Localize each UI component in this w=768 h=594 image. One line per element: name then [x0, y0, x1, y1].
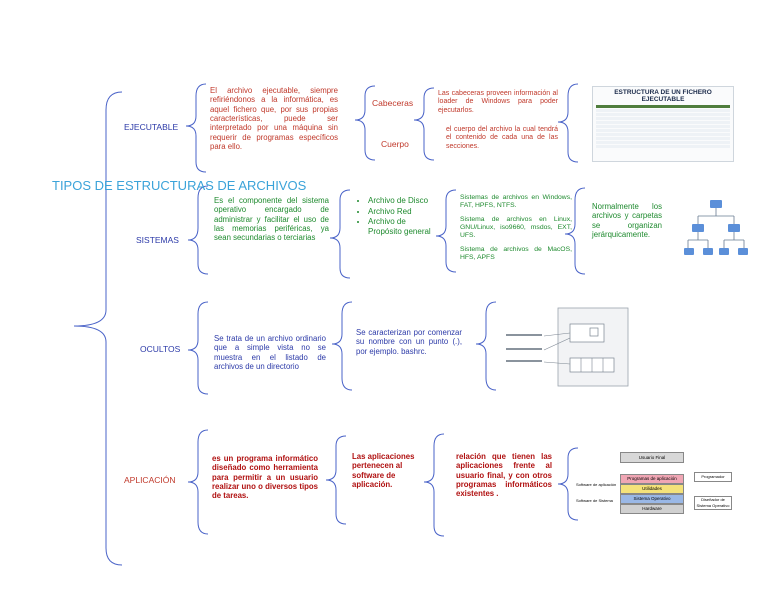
list-item: Archivo de Disco: [368, 196, 438, 206]
ocultos-brace-3: [475, 301, 497, 391]
software-layers-diagram: Usuario Final Programas de aplicación Ut…: [576, 450, 732, 522]
cuerpo-description: el cuerpo del archivo la cual tendrá el …: [446, 126, 558, 150]
role-os-designer: Diseñador de Sistema Operativo: [694, 496, 732, 510]
windows-filesystems: Sistemas de archivos en Windows, FAT, HP…: [460, 194, 572, 210]
executable-structure-title: ESTRUCTURA DE UN FICHERO EJECUTABLE: [614, 89, 712, 103]
aplicacion-brace-3: [423, 433, 445, 537]
ocultos-definition: Se trata de un archivo ordinario que a s…: [214, 334, 326, 372]
category-ocultos: OCULTOS: [140, 344, 181, 354]
ejecutable-brace-2: [354, 85, 376, 161]
ejecutable-definition: El archivo ejecutable, siempre refiriénd…: [210, 86, 338, 152]
macos-filesystems: Sistema de archivos de MacOS, HFS, APFS: [460, 246, 572, 262]
category-sistemas: SISTEMAS: [136, 235, 179, 245]
ocultos-description: Se caracterizan por comenzar su nombre c…: [356, 328, 462, 356]
aplicacion-brace-4: [557, 447, 579, 521]
aplicacion-relacion: relación que tienen las aplicaciones fre…: [456, 452, 552, 499]
ocultos-brace-2: [331, 301, 353, 391]
list-item: Archivo Red: [368, 207, 438, 217]
ejecutable-brace-1: [185, 83, 207, 173]
ocultos-brace-1: [187, 301, 209, 395]
layer-utilities: Utilidades: [620, 484, 684, 494]
list-item: Archivo de Propósito general: [368, 217, 438, 236]
aplicacion-definition: es un programa informático diseñado como…: [212, 454, 318, 501]
sistemas-definition: Es el componente del sistema operativo e…: [214, 196, 329, 243]
ejecutable-brace-4: [557, 83, 579, 163]
sistemas-types-list: Archivo de Disco Archivo Red Archivo de …: [356, 196, 438, 237]
hidden-files-diagram: [506, 307, 629, 387]
diagram-title: TIPOS DE ESTRUCTURAS DE ARCHIVOS: [52, 178, 307, 193]
layer-hardware: Hardware: [620, 504, 684, 514]
category-ejecutable: EJECUTABLE: [124, 122, 179, 132]
executable-structure-image: ESTRUCTURA DE UN FICHERO EJECUTABLE: [592, 86, 734, 162]
cabeceras-description: Las cabeceras proveen información al loa…: [438, 90, 558, 114]
sistemas-brace-3: [435, 189, 457, 273]
main-brace: [73, 91, 123, 566]
folder-tree-icon: [684, 200, 748, 255]
sistemas-brace-2: [329, 189, 351, 279]
linux-filesystems: Sistema de archivos en Linux, GNU/Linux,…: [460, 216, 572, 240]
sistemas-brace-1: [187, 185, 209, 275]
ejecutable-part-cuerpo: Cuerpo: [381, 139, 409, 149]
aplicacion-brace-2: [325, 435, 347, 525]
label-system-software: Software de Sistema: [576, 498, 613, 503]
category-aplicacion: APLICACIÓN: [124, 475, 176, 485]
aplicacion-brace-1: [187, 429, 209, 535]
ejecutable-part-cabeceras: Cabeceras: [372, 98, 414, 108]
layer-os: Sistema Operativo: [620, 494, 684, 504]
hierarchy-description: Normalmente los archivos y carpetas se o…: [592, 202, 662, 240]
ejecutable-brace-3: [413, 87, 435, 161]
layer-apps: Programas de aplicación: [620, 474, 684, 484]
layer-user: Usuario Final: [620, 452, 684, 463]
sistemas-brace-4: [564, 187, 586, 275]
role-programmer: Programador: [694, 472, 732, 482]
aplicacion-pertenece: Las aplicaciones pertenecen al software …: [352, 452, 415, 490]
label-app-software: Software de aplicación: [576, 482, 617, 487]
